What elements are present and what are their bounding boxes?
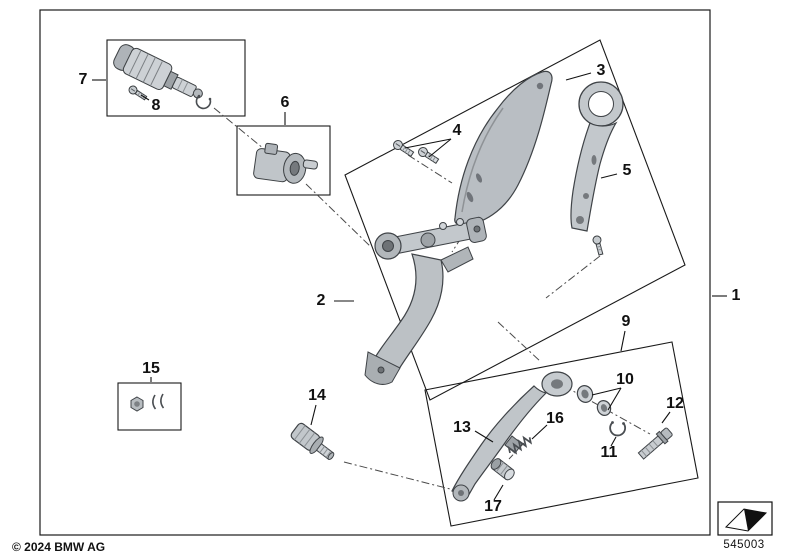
- part-6-hinge: [253, 142, 318, 184]
- callout-5: 5: [622, 162, 632, 179]
- callout-12: 12: [666, 395, 684, 412]
- callout-13: 13: [453, 419, 471, 436]
- part-5-hanger: [570, 81, 624, 256]
- callout-6: 6: [280, 94, 290, 111]
- callout-14: 14: [308, 387, 326, 404]
- part-8-screw: [128, 85, 148, 101]
- callout-11: 11: [600, 444, 618, 461]
- part-15-hardware: [130, 393, 165, 412]
- part-5-screw: [592, 235, 604, 256]
- orientation-flag-icon: [717, 501, 773, 536]
- part-17-sleeve: [490, 458, 515, 481]
- box-part-7-8: [106, 39, 246, 117]
- main-border: [39, 9, 711, 536]
- callout-9: 9: [621, 313, 631, 330]
- part-4-screws: [393, 140, 440, 165]
- callout-2: 2: [316, 292, 326, 309]
- callout-1: 1: [731, 287, 741, 304]
- copyright-text: © 2024 BMW AG: [12, 540, 106, 554]
- part-3-heel-plate: [454, 70, 553, 226]
- callout-16: 16: [546, 410, 564, 427]
- callout-8: 8: [151, 97, 161, 114]
- box-part-15: [117, 382, 182, 431]
- box-part-6: [236, 125, 331, 196]
- part-2-main-bracket: [364, 216, 487, 385]
- part-7-circlip: [195, 95, 212, 110]
- group-boxes: [39, 9, 711, 536]
- callout-15: 15: [142, 360, 160, 377]
- part-10-bushings: [576, 385, 612, 416]
- callout-7: 7: [78, 71, 88, 88]
- callout-3: 3: [596, 62, 606, 79]
- callout-10: 10: [616, 371, 634, 388]
- part-7-footpeg: [113, 44, 212, 110]
- part-16-spring: [507, 435, 533, 455]
- part-14-pivot-pin: [290, 422, 335, 460]
- part-12-bolt: [637, 427, 673, 460]
- part-11-circlip: [609, 421, 627, 437]
- callout-leader-lines: [92, 72, 727, 501]
- diagram-number: 545003: [723, 539, 765, 551]
- box-lower-assembly: [424, 341, 699, 527]
- callout-4: 4: [452, 122, 462, 139]
- callout-17: 17: [484, 498, 502, 515]
- part-13-rocker-arm: [451, 371, 573, 502]
